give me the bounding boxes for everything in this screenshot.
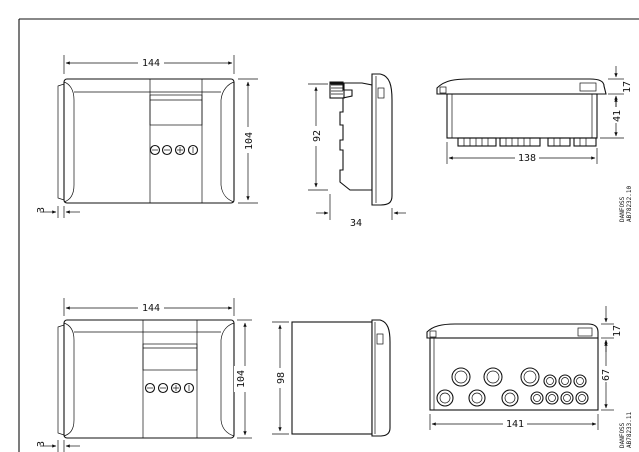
bottom-height-top-label-top: 17 xyxy=(622,81,633,93)
bottom-view-top xyxy=(436,78,607,147)
front-view-top xyxy=(57,78,235,204)
dimension-bottom-top: 17 41 138 xyxy=(446,66,633,164)
bottom-view-bottom xyxy=(426,323,599,411)
reference-code-top: DANFOSS AB78232.10 xyxy=(619,185,633,222)
side-depth-label-top: 34 xyxy=(350,218,362,229)
button-row-bottom xyxy=(144,382,195,394)
button-row-top xyxy=(149,144,199,156)
side-height-label-top: 92 xyxy=(312,130,323,142)
front-width-label-bottom: 144 xyxy=(142,303,160,314)
drawing-code-bottom: AB78233.11 xyxy=(626,411,633,448)
brand-label-bottom: DANFOSS xyxy=(619,422,626,448)
drawing-code-top: AB78232.10 xyxy=(626,185,633,222)
front-width-label-top: 144 xyxy=(142,58,160,69)
brand-label-top: DANFOSS xyxy=(619,196,626,222)
terminal-strip-top xyxy=(457,137,597,147)
drawing-frame xyxy=(18,18,639,452)
front-depth-label-top: 3 xyxy=(36,207,47,213)
reference-code-bottom: DANFOSS AB78233.11 xyxy=(619,411,633,448)
front-view-bottom xyxy=(57,319,235,439)
front-height-label-bottom: 104 xyxy=(236,370,247,388)
dimension-bottom-bottom: 17 67 141 xyxy=(429,306,623,430)
bottom-width-label-top: 138 xyxy=(518,153,536,164)
side-height-label-bottom: 98 xyxy=(276,372,287,384)
dimension-side-top: 92 34 xyxy=(308,83,406,229)
side-view-top xyxy=(329,73,393,206)
front-height-label-top: 104 xyxy=(244,132,255,150)
side-view-bottom xyxy=(291,319,391,437)
dimension-side-bottom: 98 xyxy=(272,321,289,435)
front-depth-label-bottom: 3 xyxy=(36,441,47,447)
bottom-height-top-label-bottom: 17 xyxy=(612,325,623,337)
dimension-front-bottom: 144 104 3 xyxy=(36,298,252,452)
bottom-height-bottom-label-top: 41 xyxy=(612,110,623,122)
bottom-width-label-bottom: 141 xyxy=(506,419,524,430)
cable-entry-knockouts xyxy=(436,367,589,407)
dimension-front-top: 144 104 3 xyxy=(36,55,258,218)
bottom-height-bottom-label-bottom: 67 xyxy=(601,369,612,381)
